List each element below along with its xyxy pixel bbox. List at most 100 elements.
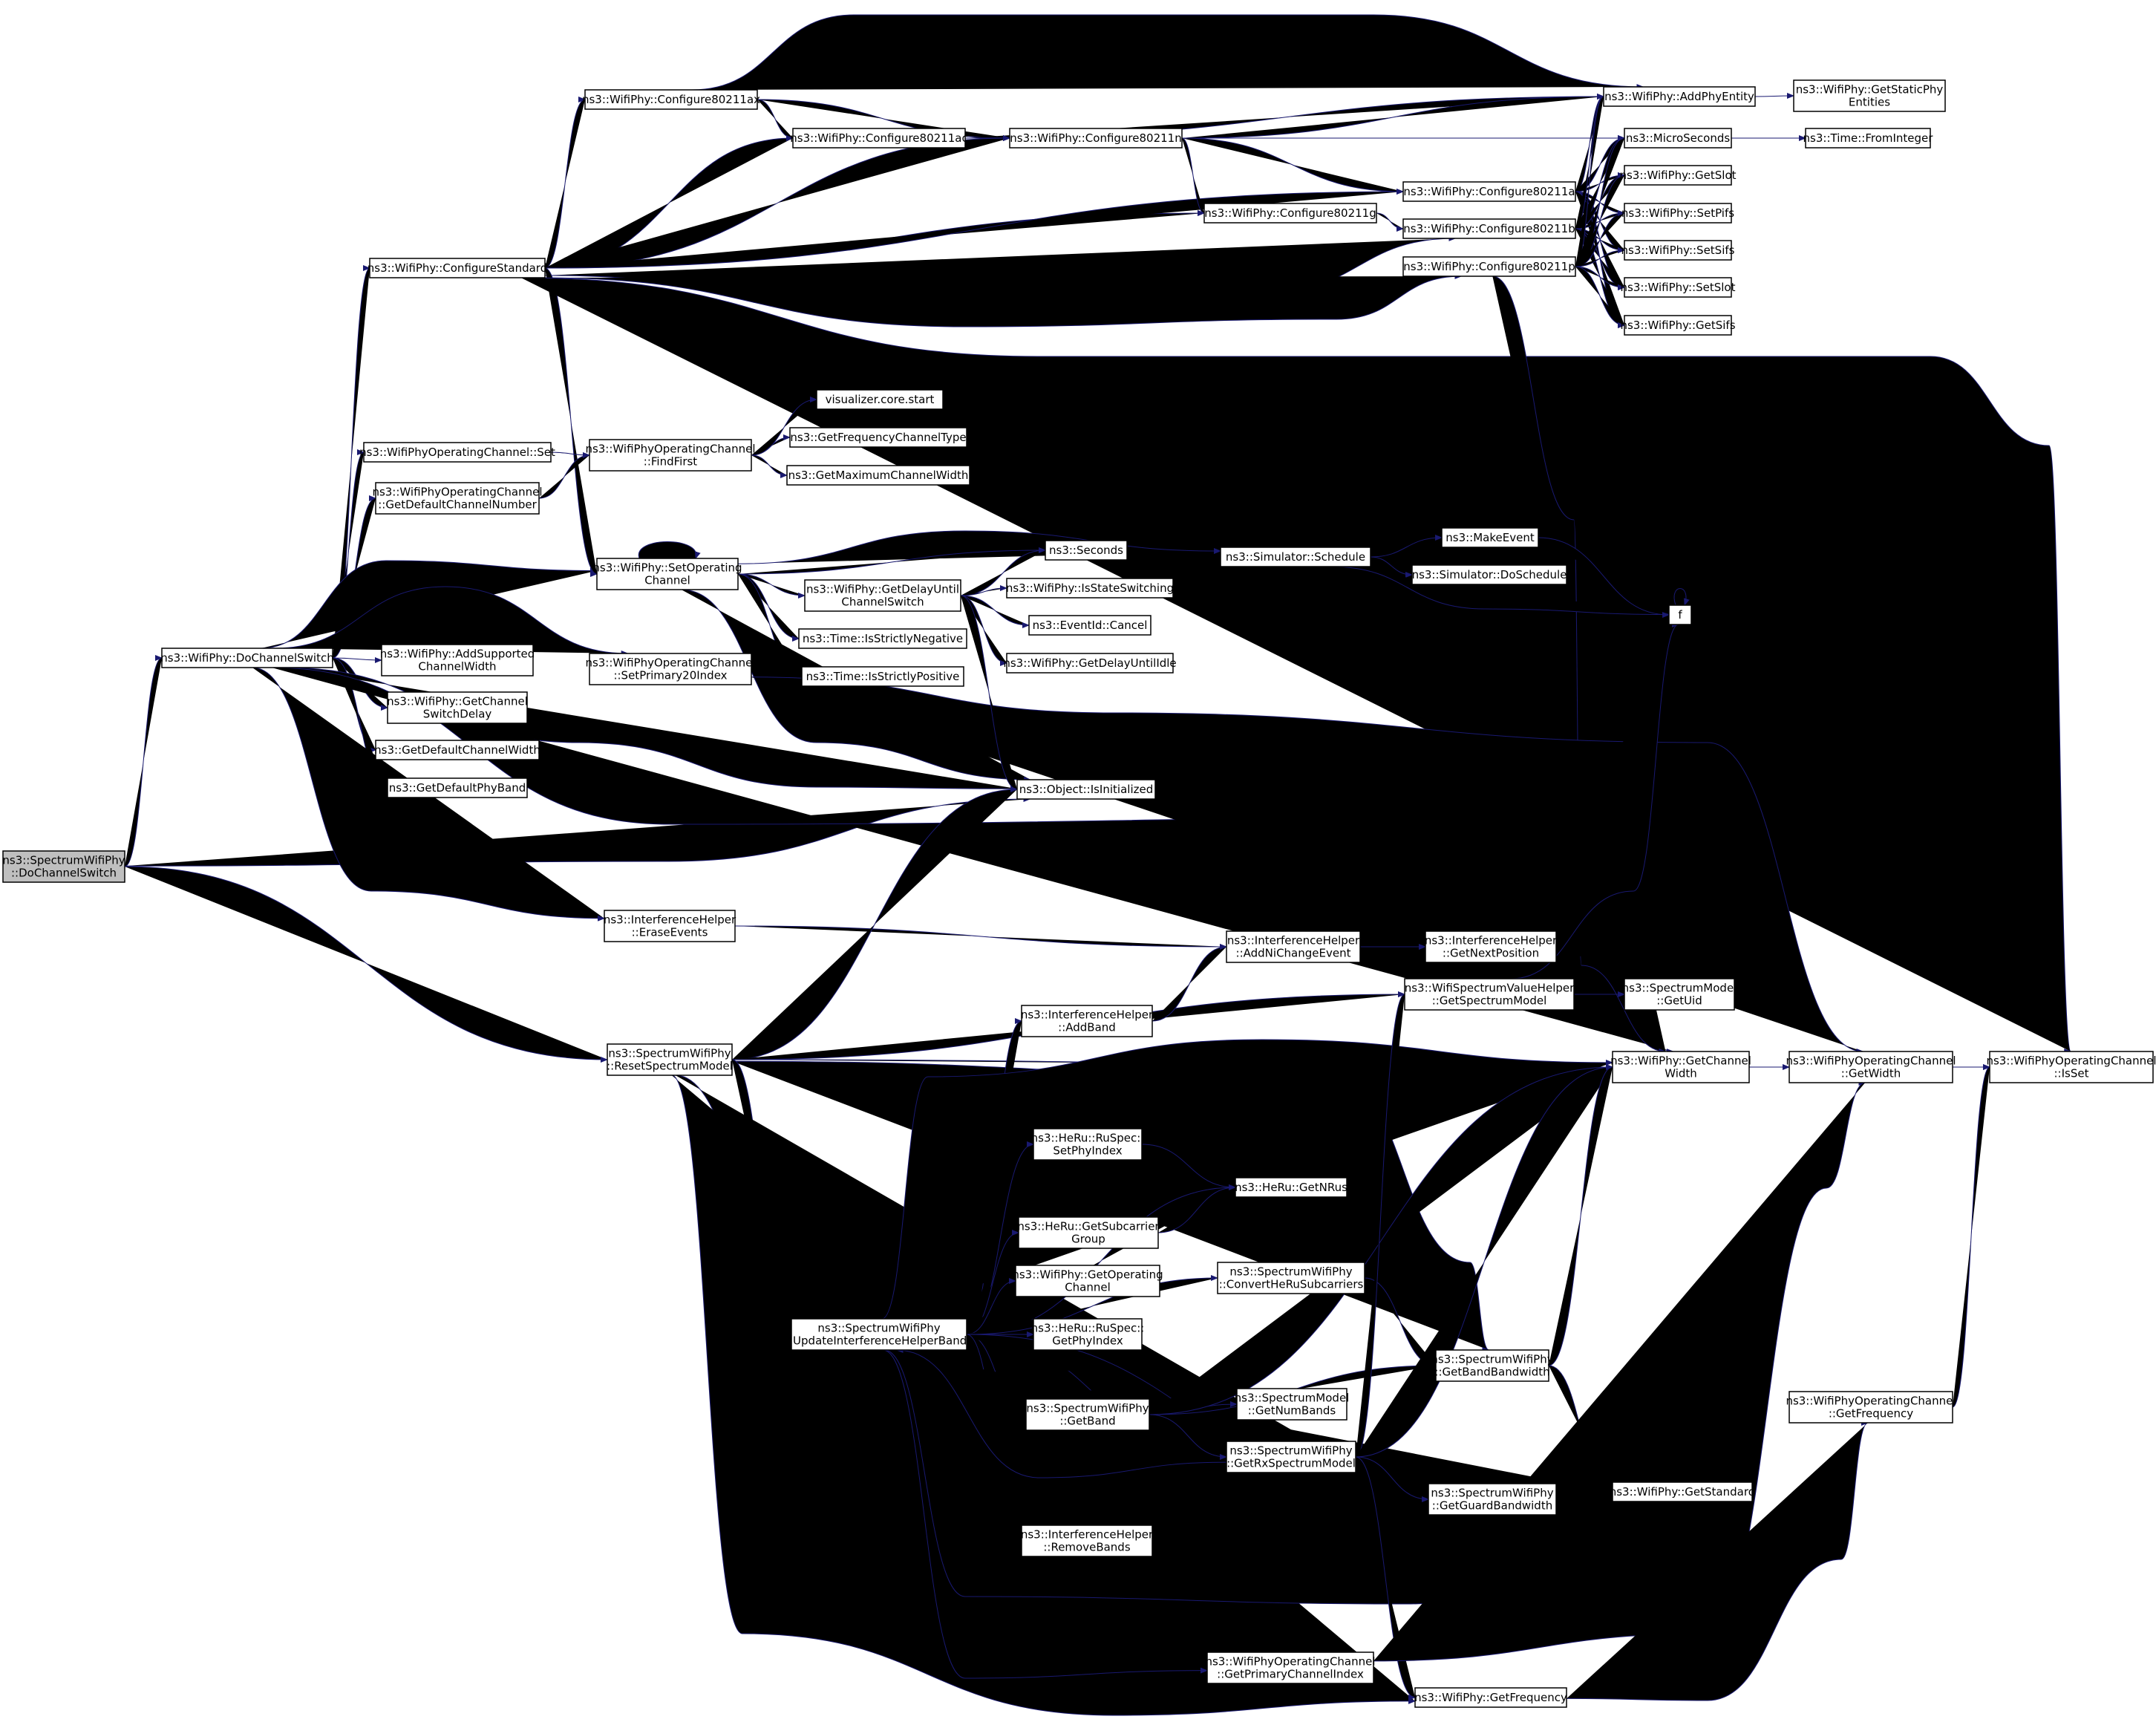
node-interfGetNextPosition[interactable]: ns3::InterferenceHelper::GetNextPosition <box>1425 930 1558 963</box>
node-label: ns3::HeRu::RuSpec:: <box>1031 1131 1145 1144</box>
node-interfAddBand[interactable]: ns3::InterferenceHelper::AddBand <box>1021 1005 1154 1037</box>
node-eventIdCancel[interactable]: ns3::EventId::Cancel <box>1028 615 1152 636</box>
node-label: ns3::Object::IsInitialized <box>1019 783 1153 796</box>
node-label: ns3::WifiPhy::GetSifs <box>1620 319 1735 332</box>
node-configure80211g[interactable]: ns3::WifiPhy::Configure80211g <box>1203 203 1377 224</box>
node-label: visualizer.core.start <box>826 393 935 406</box>
node-timeFromInteger[interactable]: ns3::Time::FromInteger <box>1803 128 1934 149</box>
node-getSlot[interactable]: ns3::WifiPhy::GetSlot <box>1619 165 1737 186</box>
node-microSeconds[interactable]: ns3::MicroSeconds <box>1624 128 1732 149</box>
node-box <box>1603 86 1756 107</box>
node-simulatorDoSchedule[interactable]: ns3::Simulator::DoSchedule <box>1411 564 1567 585</box>
node-doChannelSwitch[interactable]: ns3::WifiPhy::DoChannelSwitch <box>160 648 334 668</box>
node-box <box>596 558 739 590</box>
edge-opChFindFirst-to-getMaximumChannelWidth <box>751 454 788 478</box>
node-configure80211ax[interactable]: ns3::WifiPhy::Configure80211ax <box>582 89 760 110</box>
node-wsvhGetSpectrumModel[interactable]: ns3::WifiSpectrumValueHelper::GetSpectru… <box>1404 978 1575 1011</box>
node-f[interactable]: f <box>1668 604 1692 625</box>
node-getDelayUntilIdle[interactable]: ns3::WifiPhy::GetDelayUntilIdle <box>1003 653 1177 674</box>
node-opChSet[interactable]: ns3::WifiPhyOperatingChannel::Set <box>359 442 555 463</box>
node-visualizerCoreStart[interactable]: visualizer.core.start <box>816 389 944 410</box>
node-configure80211a[interactable]: ns3::WifiPhy::Configure80211a <box>1402 181 1576 202</box>
node-getGuardBandwidth[interactable]: ns3::SpectrumWifiPhy::GetGuardBandwidth <box>1428 1483 1557 1516</box>
node-label: ::AddNiChangeEvent <box>1236 946 1351 959</box>
node-makeEvent[interactable]: ns3::MakeEvent <box>1441 527 1539 548</box>
node-wifiPhyGetFrequency[interactable]: ns3::WifiPhy::GetFrequency <box>1414 1687 1567 1708</box>
node-heRuSetPhyIndex[interactable]: ns3::HeRu::RuSpec::SetPhyIndex <box>1031 1128 1145 1161</box>
node-getDefaultPhyBand[interactable]: ns3::GetDefaultPhyBand <box>387 777 528 798</box>
node-configure80211b[interactable]: ns3::WifiPhy::Configure80211b <box>1402 218 1576 239</box>
edge-setOperatingChannel-to-simulatorSchedule <box>737 530 1221 564</box>
node-interfAddNiChangeEvent[interactable]: ns3::InterferenceHelper::AddNiChangeEven… <box>1226 930 1361 963</box>
node-seconds[interactable]: ns3::Seconds <box>1045 540 1128 561</box>
node-getStandard[interactable]: ns3::WifiPhy::GetStandard <box>1610 1481 1756 1502</box>
node-box <box>1805 128 1931 149</box>
node-getSifs[interactable]: ns3::WifiPhy::GetSifs <box>1620 315 1736 336</box>
node-box <box>375 482 540 515</box>
node-spectrumModelGetNumBands[interactable]: ns3::SpectrumModel::GetNumBands <box>1235 1388 1350 1421</box>
node-opChIsSet[interactable]: ns3::WifiPhyOperatingChannel::IsSet <box>1986 1051 2156 1083</box>
node-label: ns3::SpectrumWifiPhy <box>1026 1401 1149 1415</box>
node-configure80211p[interactable]: ns3::WifiPhy::Configure80211p <box>1402 256 1576 277</box>
node-resetSpectrumModel[interactable]: ns3::SpectrumWifiPhy::ResetSpectrumModel <box>607 1043 733 1076</box>
node-opChGetPrimaryChIndex[interactable]: ns3::WifiPhyOperatingChannel::GetPrimary… <box>1205 1651 1376 1684</box>
node-opChGetWidth[interactable]: ns3::WifiPhyOperatingChannel::GetWidth <box>1786 1051 1956 1083</box>
node-heRuGetPhyIndex[interactable]: ns3::HeRu::RuSpec::GetPhyIndex <box>1031 1318 1145 1351</box>
node-label: SwitchDelay <box>423 707 492 720</box>
node-setSifs[interactable]: ns3::WifiPhy::SetSifs <box>1621 240 1735 261</box>
edge-opChSetPrimary20-to-opChGetWidth <box>751 676 1864 1054</box>
node-getFrequencyChannelType[interactable]: ns3::GetFrequencyChannelType <box>789 427 967 448</box>
node-isStrictlyPositive[interactable]: ns3::Time::IsStrictlyPositive <box>801 666 964 687</box>
node-opChFindFirst[interactable]: ns3::WifiPhyOperatingChannel::FindFirst <box>585 439 756 472</box>
node-label: ns3::WifiPhy::GetOperating <box>1012 1268 1163 1281</box>
node-box <box>791 1318 967 1351</box>
node-opChGetFrequency[interactable]: ns3::WifiPhyOperatingChannel::GetFrequen… <box>1786 1391 1956 1424</box>
node-label: ns3::WifiPhyOperatingChannel <box>1786 1054 1956 1067</box>
node-addPhyEntity[interactable]: ns3::WifiPhy::AddPhyEntity <box>1603 86 1756 107</box>
node-label: ns3::EventId::Cancel <box>1033 619 1148 632</box>
node-updateInterfHelperBands[interactable]: ns3::SpectrumWifiPhy::UpdateInterference… <box>785 1318 973 1351</box>
edge-wifiPhyGetFrequency-to-opChGetFrequency <box>1566 1420 1869 1701</box>
node-label: ChannelSwitch <box>841 595 924 608</box>
node-opChSetPrimary20[interactable]: ns3::WifiPhyOperatingChannel::SetPrimary… <box>585 653 756 685</box>
node-opChGetDefaultChNum[interactable]: ns3::WifiPhyOperatingChannel::GetDefault… <box>372 482 543 515</box>
node-configure80211ac[interactable]: ns3::WifiPhy::Configure80211ac <box>790 128 968 149</box>
edge-root-to-doChannelSwitch <box>124 655 163 867</box>
node-root: ns3::SpectrumWifiPhy::DoChannelSwitch <box>2 850 125 883</box>
node-label: ns3::GetDefaultPhyBand <box>389 781 526 795</box>
node-getDefaultChannelWidth[interactable]: ns3::GetDefaultChannelWidth <box>374 740 540 760</box>
node-isStrictlyNegative[interactable]: ns3::Time::IsStrictlyNegative <box>798 628 967 649</box>
node-heRuGetNRus[interactable]: ns3::HeRu::GetNRus <box>1235 1177 1348 1198</box>
node-box <box>798 628 967 649</box>
node-box <box>1402 181 1576 202</box>
node-setSlot[interactable]: ns3::WifiPhy::SetSlot <box>1621 277 1736 298</box>
node-configureStandard[interactable]: ns3::WifiPhy::ConfigureStandard <box>368 258 547 278</box>
node-getBand[interactable]: ns3::SpectrumWifiPhy::GetBand <box>1025 1398 1150 1431</box>
node-box <box>584 89 758 110</box>
node-getMaximumChannelWidth[interactable]: ns3::GetMaximumChannelWidth <box>786 465 970 486</box>
edge-getDelayUntilChSwitch-to-isStateSwitching <box>960 585 1007 596</box>
node-simulatorSchedule[interactable]: ns3::Simulator::Schedule <box>1220 547 1371 567</box>
node-convertHeRuSubcarriers[interactable]: ns3::SpectrumWifiPhy::ConvertHeRuSubcarr… <box>1217 1262 1365 1294</box>
node-label: Channel <box>644 573 690 587</box>
node-box <box>1203 203 1377 224</box>
node-setPifs[interactable]: ns3::WifiPhy::SetPifs <box>1621 203 1734 224</box>
node-configure80211n[interactable]: ns3::WifiPhy::Configure80211n <box>1009 128 1183 149</box>
node-label: ::AddBand <box>1058 1020 1116 1034</box>
node-isStateSwitching[interactable]: ns3::WifiPhy::IsStateSwitching <box>1006 578 1174 599</box>
node-getRxSpectrumModel[interactable]: ns3::SpectrumWifiPhy::GetRxSpectrumModel <box>1226 1441 1356 1473</box>
node-interfRemoveBands[interactable]: ns3::InterferenceHelper::RemoveBands <box>1021 1525 1154 1557</box>
node-box <box>1033 1128 1143 1161</box>
node-objectIsInitialized[interactable]: ns3::Object::IsInitialized <box>1016 779 1156 800</box>
node-spectrumModelGetUid[interactable]: ns3::SpectrumModel::GetUid <box>1622 978 1737 1011</box>
node-interfEraseEvents[interactable]: ns3::InterferenceHelper::EraseEvents <box>604 910 736 942</box>
node-getBandBandwidth[interactable]: ns3::SpectrumWifiPhy::GetBandBandwidth <box>1431 1349 1554 1382</box>
